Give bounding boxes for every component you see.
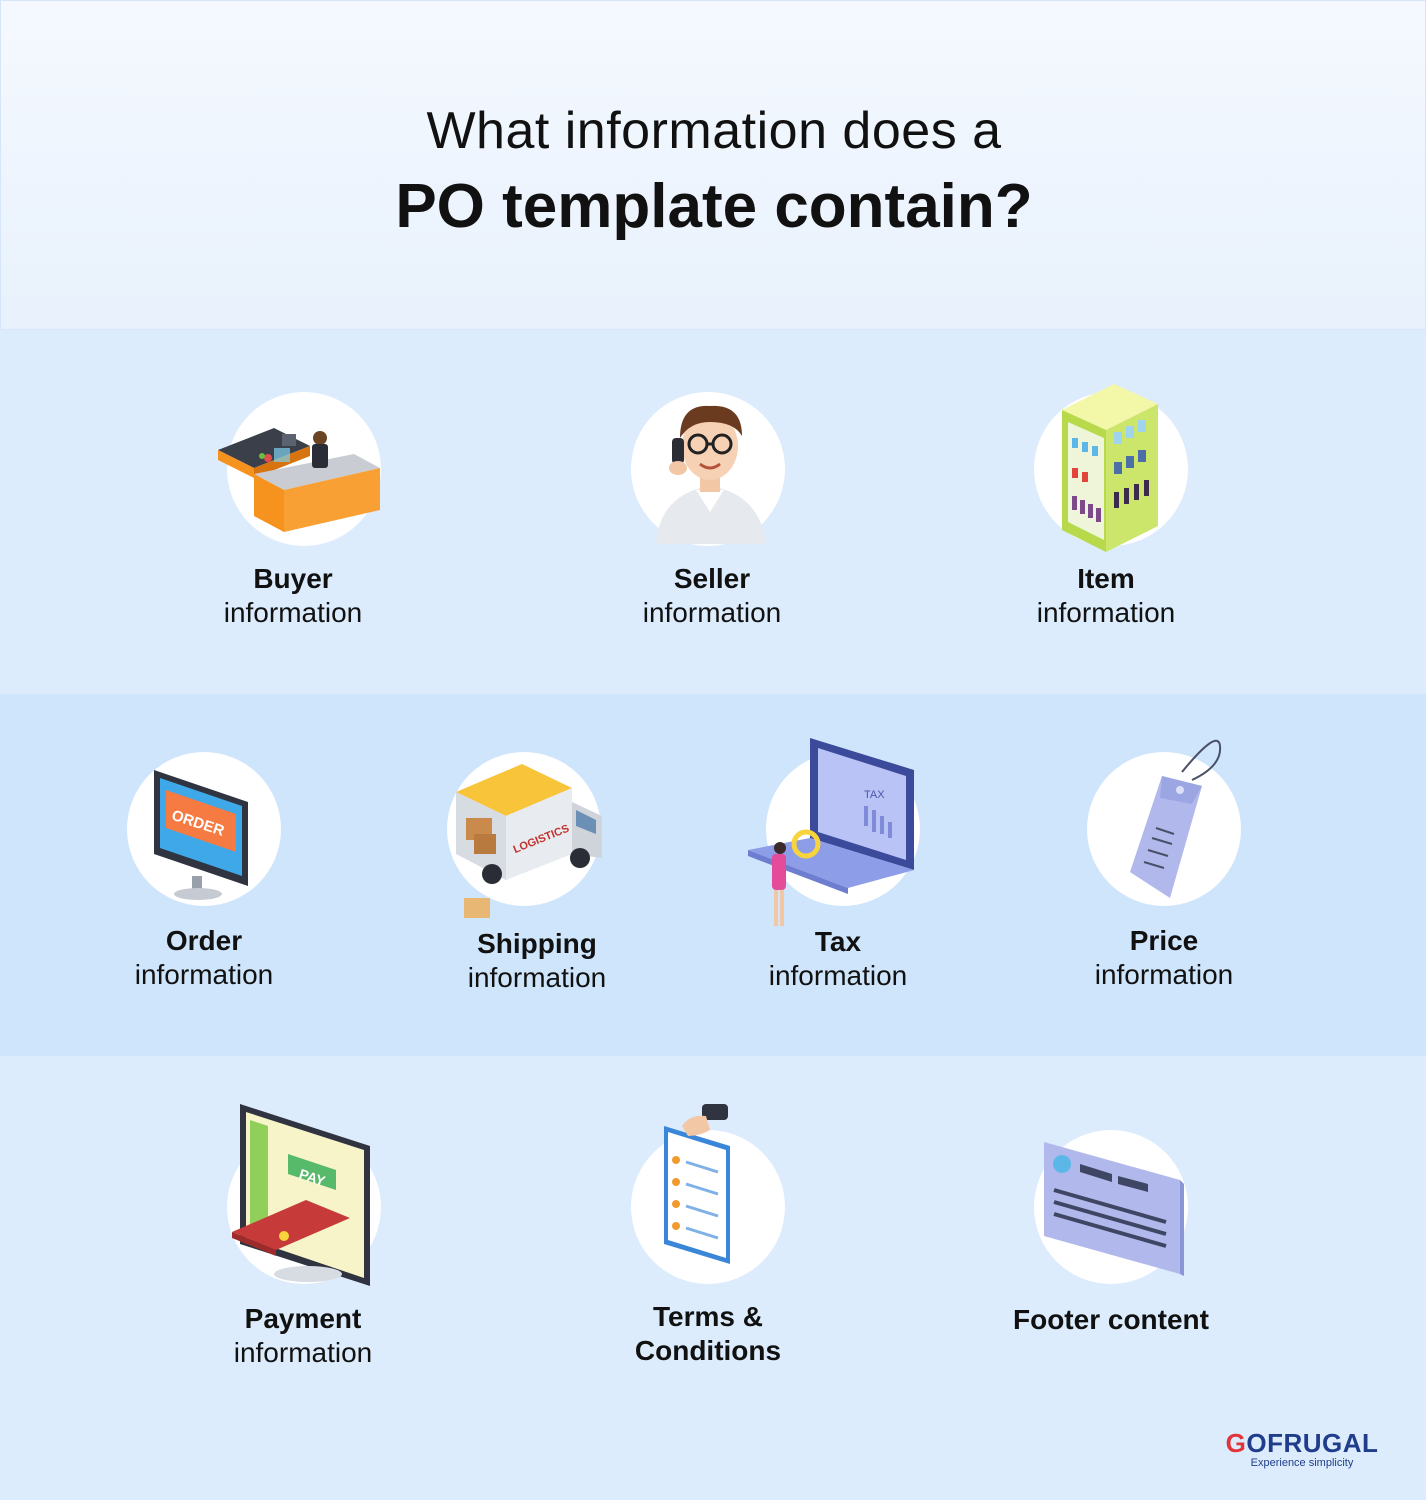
payment-label-bold: Payment (244, 1303, 362, 1334)
header-band: What information does a PO template cont… (0, 0, 1426, 330)
item-label-normal: information (1036, 597, 1176, 628)
salesman-on-phone-icon (656, 405, 766, 544)
order-monitor-icon: ORDER (154, 770, 248, 900)
product-shelf-icon (1062, 384, 1158, 552)
payment-label: Payment information (143, 1302, 463, 1370)
tax-laptop-icon: TAX (748, 738, 914, 926)
seller-label-bold: Seller (673, 563, 751, 594)
brand-tagline: Experience simplicity (1250, 1457, 1354, 1469)
shipping-label-normal: information (467, 962, 607, 993)
brand-name-rest: OFRUGAL (1246, 1428, 1379, 1458)
order-label-bold: Order (165, 925, 243, 956)
seller-label: Seller information (552, 562, 872, 630)
buyer-label-normal: information (223, 597, 363, 628)
brand-name-first: G (1225, 1428, 1247, 1458)
payment-terminal-icon: PAY (232, 1104, 370, 1286)
pay-screen-text: PAY (297, 1166, 328, 1190)
terms-label-line2: Conditions (634, 1335, 782, 1366)
tax-screen-text: TAX (864, 789, 885, 801)
tax-label: Tax information (678, 925, 998, 993)
buyer-label-bold: Buyer (253, 563, 333, 594)
buyer-label: Buyer information (133, 562, 453, 630)
footer-label-bold: Footer content (1013, 1304, 1209, 1335)
shipping-label-bold: Shipping (477, 928, 597, 959)
gofrugal-logo: GOFRUGAL Experience simplicity (1222, 1428, 1382, 1469)
payment-label-normal: information (233, 1337, 373, 1368)
tax-label-normal: information (768, 960, 908, 991)
footer-label: Footer content (951, 1303, 1271, 1337)
item-label-bold: Item (1077, 563, 1135, 594)
terms-label-line1: Terms & (653, 1301, 763, 1332)
tax-label-bold: Tax (814, 926, 862, 957)
order-label-normal: information (134, 959, 274, 990)
page-title-line2: PO template contain? (395, 172, 1033, 241)
cashier-counter-icon (218, 428, 380, 532)
seller-label-normal: information (642, 597, 782, 628)
price-label-bold: Price (1129, 925, 1199, 956)
terms-label: Terms & Conditions (548, 1300, 868, 1368)
page-title-line1: What information does a (426, 102, 1002, 160)
footer-card-icon (1044, 1142, 1184, 1276)
price-tag-icon (1130, 739, 1222, 898)
logistics-truck-icon: LOGISTICS (456, 764, 602, 918)
item-label: Item information (946, 562, 1266, 630)
shipping-label: Shipping information (377, 927, 697, 995)
order-label: Order information (44, 924, 364, 992)
price-label-normal: information (1094, 959, 1234, 990)
price-label: Price information (1004, 924, 1324, 992)
brand-name: GOFRUGAL (1222, 1428, 1382, 1459)
checklist-document-icon (664, 1104, 730, 1264)
